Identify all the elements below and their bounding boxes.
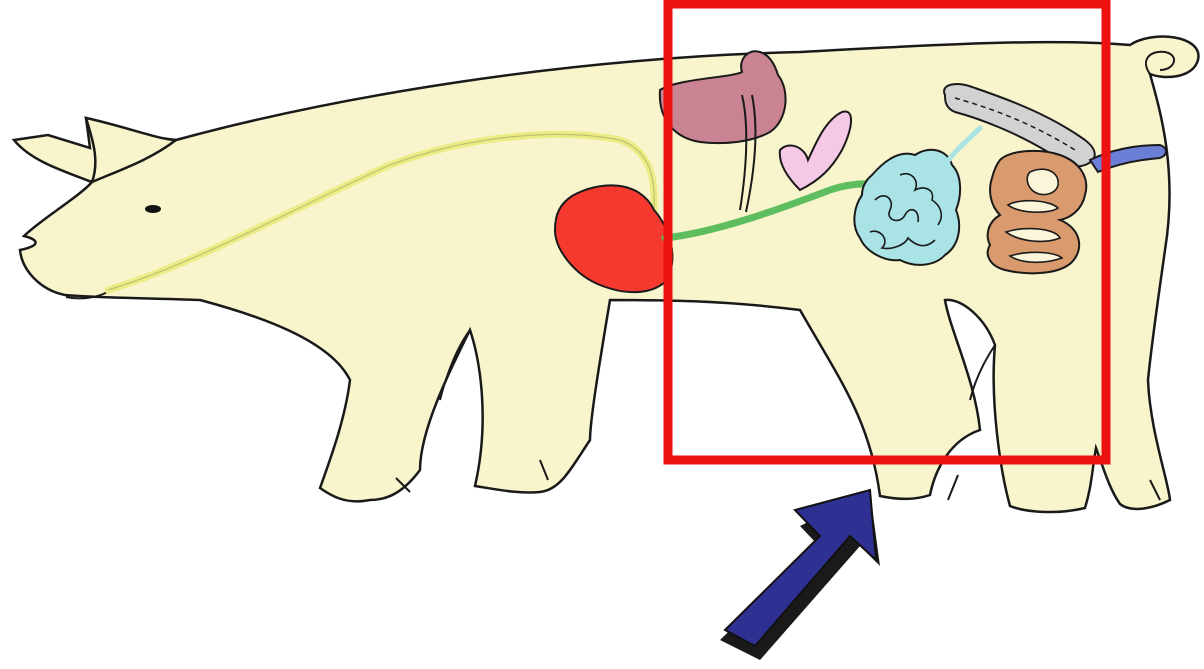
spiral-colon xyxy=(988,151,1087,273)
pointer-arrow xyxy=(720,490,880,660)
hoof-3 xyxy=(948,475,958,500)
pointer-arrow-body xyxy=(725,490,876,646)
spiral-coil-1 xyxy=(1027,169,1058,194)
pig-eye xyxy=(145,205,161,213)
